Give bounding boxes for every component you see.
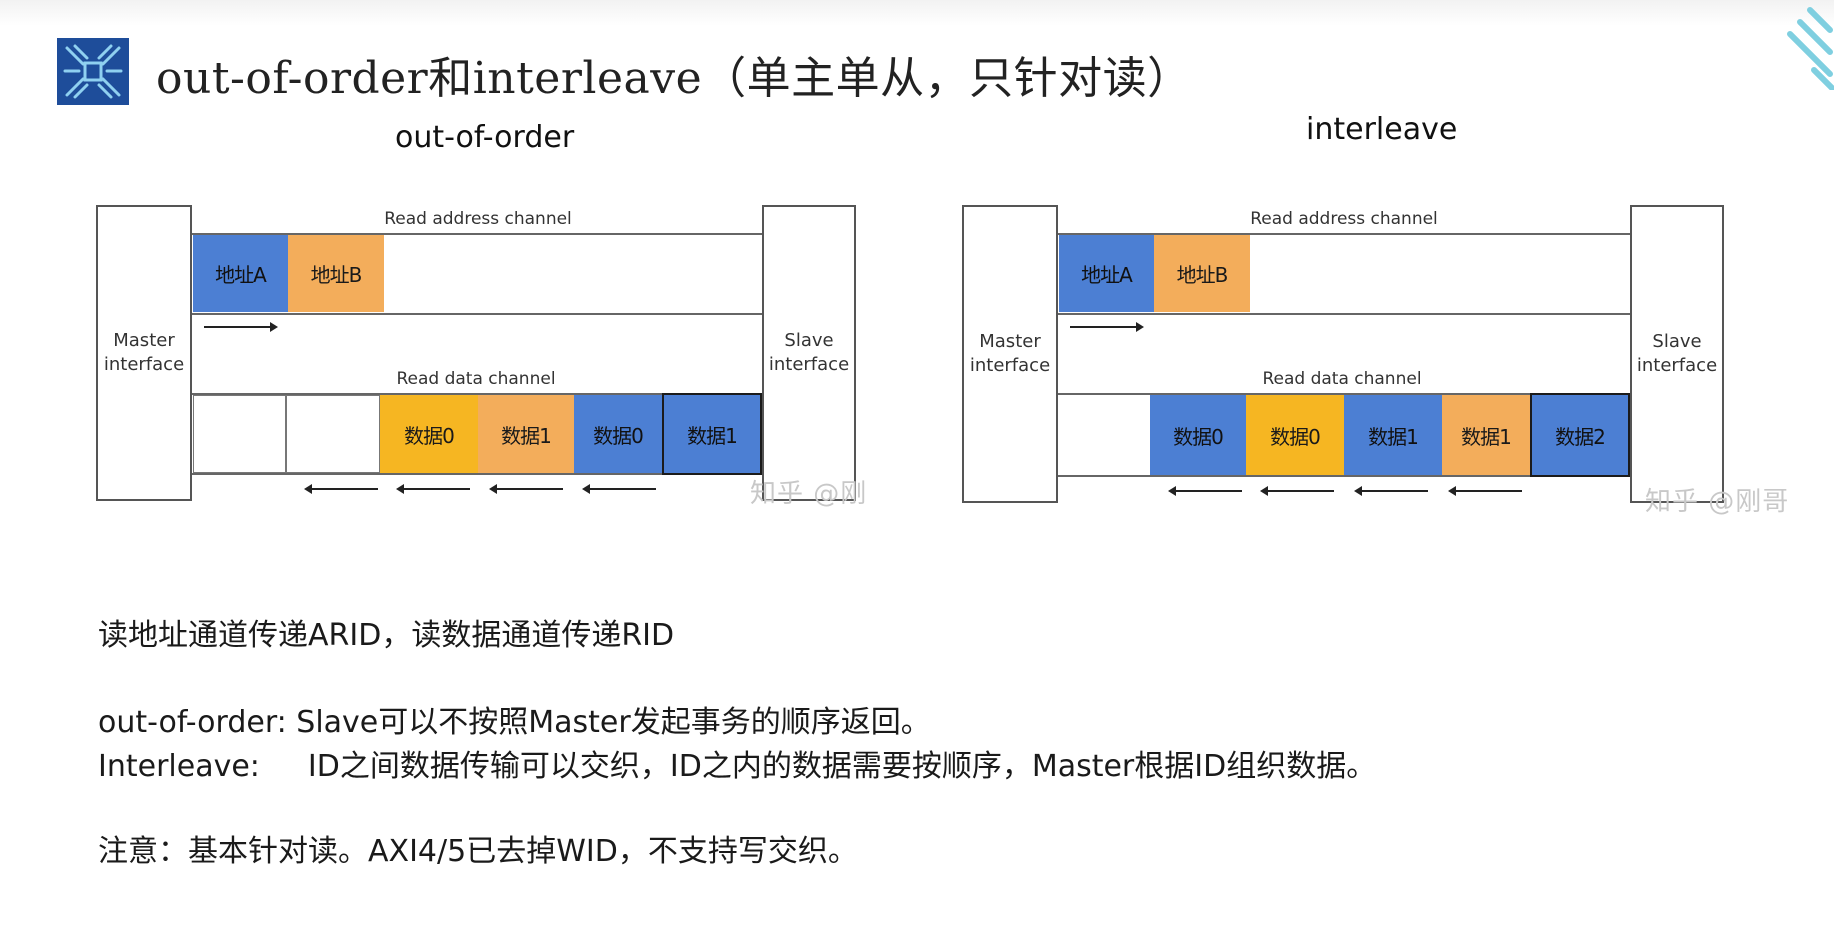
arrow-left-icon bbox=[396, 484, 470, 494]
top-band bbox=[0, 0, 1834, 26]
interleave-label: Interleave: bbox=[98, 749, 260, 784]
addr-cell-a: 地址A bbox=[193, 235, 288, 312]
arrow-left-icon bbox=[304, 484, 378, 494]
arrow-right-icon bbox=[1070, 322, 1144, 332]
data-cell-1-orange: 数据1 bbox=[1442, 395, 1530, 475]
read-data-channel-label: Read data channel bbox=[1262, 369, 1422, 389]
addr-cell-b: 地址B bbox=[1154, 235, 1250, 312]
arrow-left-icon bbox=[1168, 486, 1242, 496]
arrow-left-icon bbox=[582, 484, 656, 494]
addr-channel-bottom-line bbox=[192, 313, 762, 315]
data-cell-0-gold: 数据0 bbox=[1246, 395, 1344, 475]
arrow-left-icon bbox=[1448, 486, 1522, 496]
data-cell-1-orange: 数据1 bbox=[478, 395, 574, 473]
arrow-left-icon bbox=[1260, 486, 1334, 496]
text-line-interleave: Interleave: ID之间数据传输可以交织，ID之内的数据需要按顺序，Mas… bbox=[98, 741, 1376, 785]
addr-cell-a: 地址A bbox=[1059, 235, 1154, 312]
data-cell-empty bbox=[193, 395, 286, 473]
text-line-out-of-order: out-of-order: Slave可以不按照Master发起事务的顺序返回。 bbox=[98, 705, 931, 740]
data-cell-1-blue: 数据1 bbox=[662, 393, 762, 475]
text-line-note: 注意：基本针对读。AXI4/5已去掉WID，不支持写交织。 bbox=[98, 834, 858, 869]
read-address-channel-label: Read address channel bbox=[1250, 209, 1438, 229]
watermark: 知乎 @刚哥 bbox=[1645, 487, 1790, 517]
watermark: 知乎 @刚 bbox=[750, 479, 868, 509]
data-cell-0-blue: 数据0 bbox=[1150, 395, 1246, 475]
data-cell-0-gold: 数据0 bbox=[380, 395, 478, 473]
data-channel-top-line bbox=[192, 393, 762, 395]
interleave-body: ID之间数据传输可以交织，ID之内的数据需要按顺序，Master根据ID组织数据… bbox=[307, 749, 1377, 784]
data-channel-bottom-line bbox=[1058, 475, 1630, 477]
data-cell-1-blue: 数据1 bbox=[1344, 395, 1442, 475]
addr-channel-top-line bbox=[192, 233, 762, 235]
read-address-channel-label: Read address channel bbox=[384, 209, 572, 229]
read-data-channel-label: Read data channel bbox=[396, 369, 556, 389]
diagonal-stripes-decoration bbox=[1787, 7, 1834, 90]
text-line-rid: 读地址通道传递ARID，读数据通道传递RID bbox=[98, 618, 675, 653]
arrow-left-icon bbox=[1354, 486, 1428, 496]
arrow-right-icon bbox=[204, 322, 278, 332]
data-channel-top-line bbox=[1058, 393, 1630, 395]
data-cell-2-blue: 数据2 bbox=[1530, 393, 1630, 477]
addr-cell-b: 地址B bbox=[288, 235, 384, 312]
addr-channel-top-line bbox=[1058, 233, 1630, 235]
diagram-title-out-of-order: out-of-order bbox=[395, 120, 575, 155]
data-channel-bottom-line bbox=[192, 473, 762, 475]
data-cell-empty bbox=[286, 395, 380, 473]
slide-title: out-of-order和interleave（单主单从，只针对读） bbox=[156, 53, 1192, 104]
chip-logo-icon bbox=[57, 38, 129, 105]
addr-channel-bottom-line bbox=[1058, 313, 1630, 315]
data-cell-0-blue: 数据0 bbox=[574, 395, 662, 473]
arrow-left-icon bbox=[489, 484, 563, 494]
diagram-title-interleave: interleave bbox=[1306, 112, 1458, 147]
